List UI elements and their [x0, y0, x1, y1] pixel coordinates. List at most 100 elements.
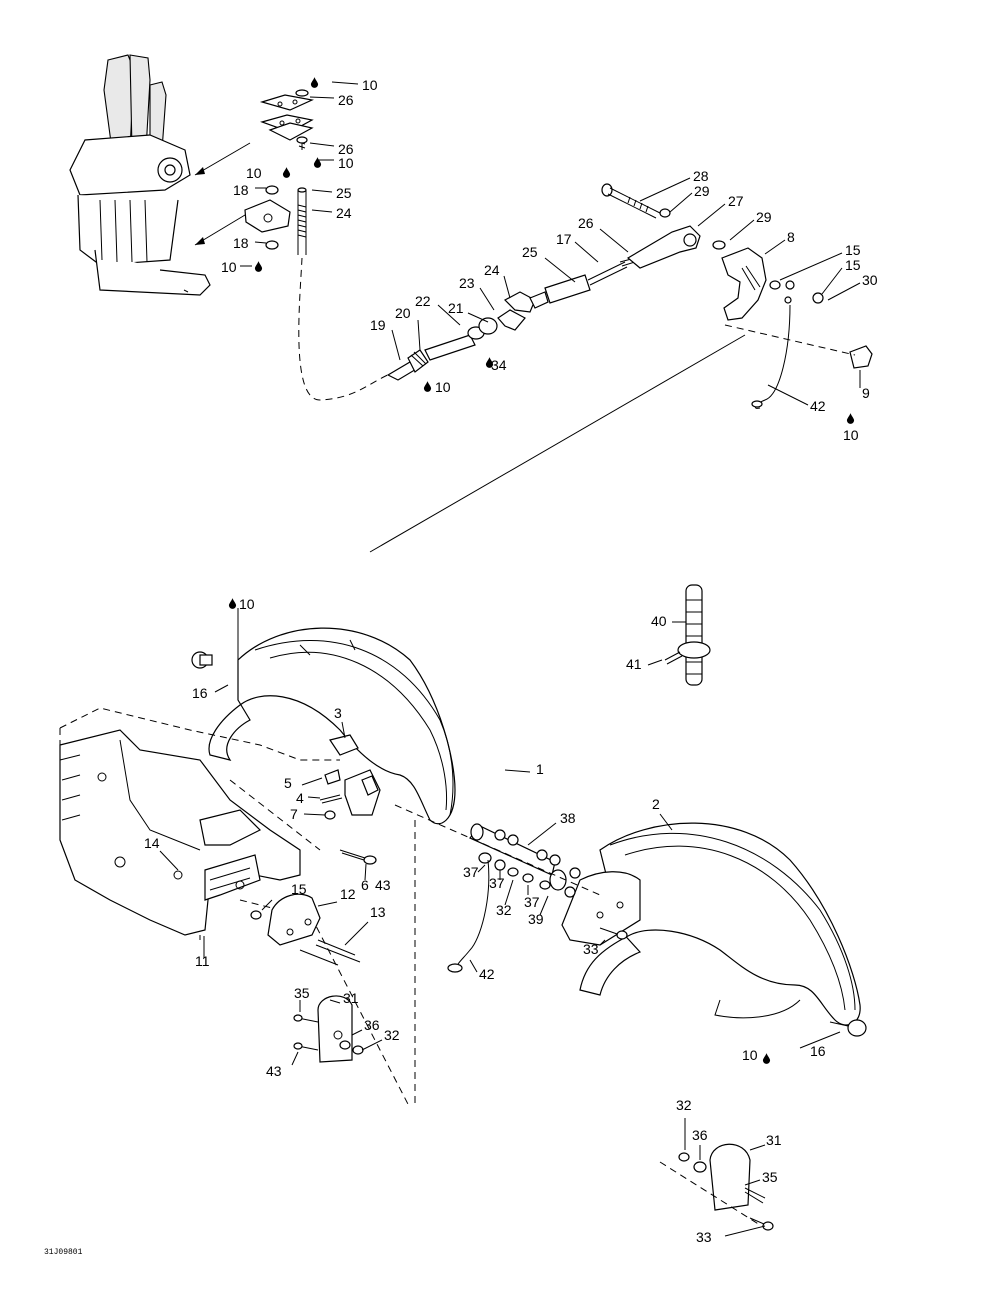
top-callout-label: 23: [459, 275, 475, 291]
leader-line: [821, 267, 843, 295]
fender-bolts: [191, 651, 867, 1037]
bottom-callout-label: 10: [239, 596, 255, 612]
leader-line: [477, 864, 486, 873]
top-callout-label: 10: [362, 77, 378, 93]
leader-line: [309, 142, 335, 147]
bottom-callout-label: 37: [489, 875, 505, 891]
loctite-drop-icon: [423, 381, 432, 392]
hose-and-clamp: [664, 584, 711, 686]
top-callout-label: 26: [338, 141, 354, 157]
leader-line: [391, 329, 401, 361]
hull-bracket: [59, 729, 301, 936]
leader-line: [574, 241, 599, 263]
cable-routing: [298, 257, 401, 401]
top-callout-label: 24: [484, 262, 500, 278]
bottom-callout-label: 40: [651, 613, 667, 629]
top-callout-label: 10: [435, 379, 451, 395]
top-callout-label: 10: [221, 259, 237, 275]
top-callout-label: 22: [415, 293, 431, 309]
switch-assembly: [319, 734, 381, 865]
bottom-callout-label: 2: [652, 796, 660, 812]
bottom-callout-label: 4: [296, 790, 304, 806]
leader-line: [301, 777, 323, 786]
alignment-line: [299, 894, 411, 1109]
leader-line: [417, 319, 421, 351]
leader-line: [599, 228, 629, 253]
loctite-drop-icon: [846, 413, 855, 424]
loctite-drop-icon: [254, 261, 263, 272]
bottom-callout-label: 16: [810, 1043, 826, 1059]
leader-line: [341, 721, 346, 739]
leader-line: [364, 863, 367, 881]
top-callout-label: 30: [862, 272, 878, 288]
leader-line: [503, 275, 511, 299]
leader-line: [309, 96, 335, 99]
top-callout-label: 10: [843, 427, 859, 443]
leader-line: [799, 1031, 841, 1049]
leader-line: [303, 813, 326, 816]
top-callout-label: 10: [246, 165, 262, 181]
leader-line: [214, 684, 229, 693]
leader-line: [261, 899, 273, 911]
top-callout-label: 17: [556, 231, 572, 247]
leader-line: [827, 282, 861, 301]
top-callout-label: 25: [522, 244, 538, 260]
throttle-lever-arm: [626, 225, 701, 269]
pivot-shaft: [469, 823, 581, 898]
leader-line: [659, 813, 673, 831]
leader-line: [331, 81, 359, 85]
top-callout-label: 28: [693, 168, 709, 184]
bottom-callout-label: 41: [626, 656, 642, 672]
leader-line: [639, 177, 691, 202]
cover-plate: [250, 893, 361, 966]
leader-line: [764, 239, 786, 255]
bottom-callout-label: 37: [463, 864, 479, 880]
leader-line: [291, 1051, 299, 1066]
bottom-callout-label: 11: [195, 953, 210, 969]
leader-line: [779, 252, 843, 281]
bottom-callout-label: 43: [375, 877, 391, 893]
top-callout-label: 29: [756, 209, 772, 225]
shift-lever-pivot: [244, 185, 307, 255]
mount-plate-right: [561, 871, 641, 946]
alignment-line: [659, 1161, 761, 1226]
top-callout-label: 19: [370, 317, 386, 333]
leader-line: [469, 959, 478, 973]
leader-line: [254, 241, 267, 244]
bottom-callout-label: 36: [692, 1127, 708, 1143]
bottom-callout-label: 3: [334, 705, 342, 721]
top-callout-label: 26: [338, 92, 354, 108]
fender-right: [579, 822, 861, 1026]
leader-line: [329, 999, 341, 1004]
loctite-drop-icon: [762, 1053, 771, 1064]
leader-line: [599, 939, 606, 946]
top-callout-label: 18: [233, 235, 249, 251]
bottom-callout-label: 1: [536, 761, 544, 777]
bottom-callout-label: 32: [384, 1027, 400, 1043]
bottom-callout-label: 15: [291, 881, 307, 897]
leader-line: [539, 895, 549, 916]
bottom-callout-label: 36: [364, 1017, 380, 1033]
bottom-callout-label: 5: [284, 775, 292, 791]
bottom-callout-label: 32: [496, 902, 512, 918]
top-callout-label: 25: [336, 185, 352, 201]
leader-line: [351, 1029, 363, 1036]
top-callout-label: 15: [845, 257, 861, 273]
throttle-cable: [386, 257, 639, 381]
leader-line: [504, 769, 531, 773]
bottom-callout-label: 31: [766, 1132, 782, 1148]
leader-line: [767, 384, 809, 406]
leader-line: [467, 312, 489, 323]
throttle-bracket: [721, 247, 795, 321]
top-callout-label: 18: [233, 182, 249, 198]
bottom-callout-label: 43: [266, 1063, 282, 1079]
leader-line: [361, 1039, 383, 1051]
top-callout-label: 42: [810, 398, 826, 414]
bottom-callout-label: 35: [294, 985, 310, 1001]
leader-line: [729, 219, 755, 241]
bolt: [601, 183, 726, 250]
top-callout-label: 15: [845, 242, 861, 258]
bottom-callout-label: 13: [370, 904, 386, 920]
